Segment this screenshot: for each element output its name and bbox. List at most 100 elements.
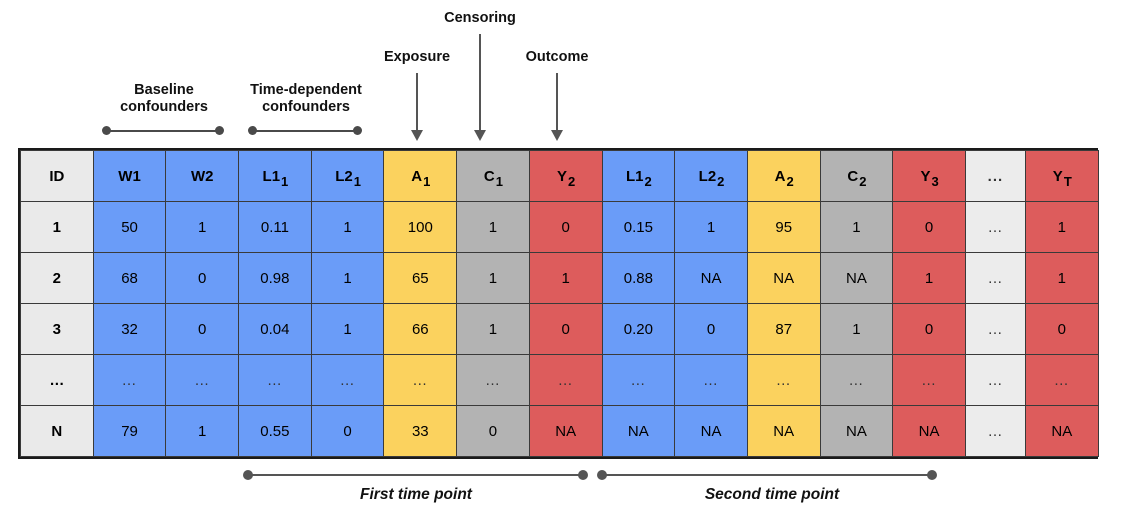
baseline-confounders-label: Baseline confounders: [120, 82, 208, 115]
cell-c2-1: 1: [819, 201, 894, 253]
column-header-w1: W1: [92, 150, 167, 202]
exposure-arrow: [410, 73, 424, 141]
cell-w1-1: 50: [92, 201, 167, 253]
column-header-subscript: 3: [931, 173, 939, 189]
cell-w2-ellipsis: …: [165, 354, 240, 406]
cell-a1-2: 65: [383, 252, 458, 304]
time-dependent-confounders-label: Time-dependent confounders: [250, 82, 362, 115]
column-header-l11: L11: [238, 150, 312, 202]
outcome-label: Outcome: [525, 49, 589, 65]
cell-c1-2: 1: [456, 252, 530, 304]
first-time-point-label: First time point: [360, 486, 472, 503]
cell-w2-2: 0: [165, 252, 240, 304]
arrow-shaft: [479, 34, 481, 130]
bracket-dot-right: [215, 126, 224, 135]
cell-y2-N: NA: [528, 405, 603, 457]
censoring-label: Censoring: [444, 10, 516, 26]
cell-yt-2: 1: [1024, 252, 1099, 304]
bracket-dot-right: [578, 470, 588, 480]
table-row: ………………………………………: [20, 354, 1099, 406]
column-header-a1: A1: [383, 150, 458, 202]
cell-y3-N: NA: [892, 405, 966, 457]
column-header-subscript: 2: [644, 173, 652, 189]
column-header-w2: W2: [165, 150, 240, 202]
column-header-subscript: 1: [281, 173, 289, 189]
first-time-point-bracket: [243, 470, 588, 480]
cell-y3-2: 1: [892, 252, 966, 304]
cell-y3-3: 0: [892, 303, 966, 355]
cell-a2-3: 87: [746, 303, 821, 355]
row-id: 1: [20, 201, 94, 253]
cell-l11-N: 0.55: [238, 405, 312, 457]
cell-c1-1: 1: [456, 201, 530, 253]
cell-l11-2: 0.98: [238, 252, 312, 304]
cell-y2-3: 0: [528, 303, 603, 355]
column-header-yt: YT: [1024, 150, 1099, 202]
row-id: 3: [20, 303, 94, 355]
cell-a1-N: 33: [383, 405, 458, 457]
cell-w1-ellipsis: …: [92, 354, 167, 406]
cell-c1-3: 1: [456, 303, 530, 355]
column-header-subscript: 1: [353, 173, 361, 189]
cell-c1-N: 0: [456, 405, 530, 457]
column-header-subscript: 2: [568, 173, 576, 189]
bracket-dot-left: [597, 470, 607, 480]
column-header-l22: L22: [674, 150, 748, 202]
cell-l22-ellipsis: …: [674, 354, 748, 406]
cell-l22-3: 0: [674, 303, 748, 355]
column-header-subscript: 1: [423, 173, 431, 189]
column-header-c2: C2: [819, 150, 894, 202]
bracket-bar: [247, 474, 584, 477]
cell-a2-1: 95: [746, 201, 821, 253]
row-id: N: [20, 405, 94, 457]
bracket-dot-left: [102, 126, 111, 135]
row-id: …: [20, 354, 94, 406]
bracket-bar: [251, 130, 359, 133]
arrow-shaft: [556, 73, 558, 130]
column-header-subscript: 2: [717, 173, 725, 189]
cell-w1-3: 32: [92, 303, 167, 355]
exposure-label: Exposure: [383, 49, 451, 65]
column-header-subscript: 2: [786, 173, 794, 189]
cell-yt-3: 0: [1024, 303, 1099, 355]
cell-yt-1: 1: [1024, 201, 1099, 253]
censoring-arrow: [473, 34, 487, 141]
arrow-shaft: [416, 73, 418, 130]
cell-c2-2: NA: [819, 252, 894, 304]
column-header-y3: Y3: [892, 150, 966, 202]
cell-gap-ellipsis: …: [964, 354, 1026, 406]
column-header-c1: C1: [456, 150, 530, 202]
cell-a1-ellipsis: …: [383, 354, 458, 406]
cell-y3-1: 0: [892, 201, 966, 253]
time-dependent-confounders-bracket: [248, 126, 362, 136]
bracket-dot-right: [353, 126, 362, 135]
column-header-id: ID: [20, 150, 94, 202]
cell-w1-N: 79: [92, 405, 167, 457]
bracket-dot-left: [248, 126, 257, 135]
bracket-dot-left: [243, 470, 253, 480]
column-header-l21: L21: [310, 150, 385, 202]
cell-y3-ellipsis: …: [892, 354, 966, 406]
column-header-gap: ...: [964, 150, 1026, 202]
column-header-subscript: T: [1063, 173, 1072, 189]
cell-l21-3: 1: [310, 303, 385, 355]
cell-yt-N: NA: [1024, 405, 1099, 457]
cell-l11-ellipsis: …: [238, 354, 312, 406]
bracket-dot-right: [927, 470, 937, 480]
cell-w2-3: 0: [165, 303, 240, 355]
cell-a1-3: 66: [383, 303, 458, 355]
cell-y2-2: 1: [528, 252, 603, 304]
arrow-head: [411, 130, 423, 141]
cell-l12-3: 0.20: [601, 303, 676, 355]
row-id: 2: [20, 252, 94, 304]
cell-gap-1: …: [964, 201, 1026, 253]
arrow-head: [551, 130, 563, 141]
cell-a2-2: NA: [746, 252, 821, 304]
cell-yt-ellipsis: …: [1024, 354, 1099, 406]
